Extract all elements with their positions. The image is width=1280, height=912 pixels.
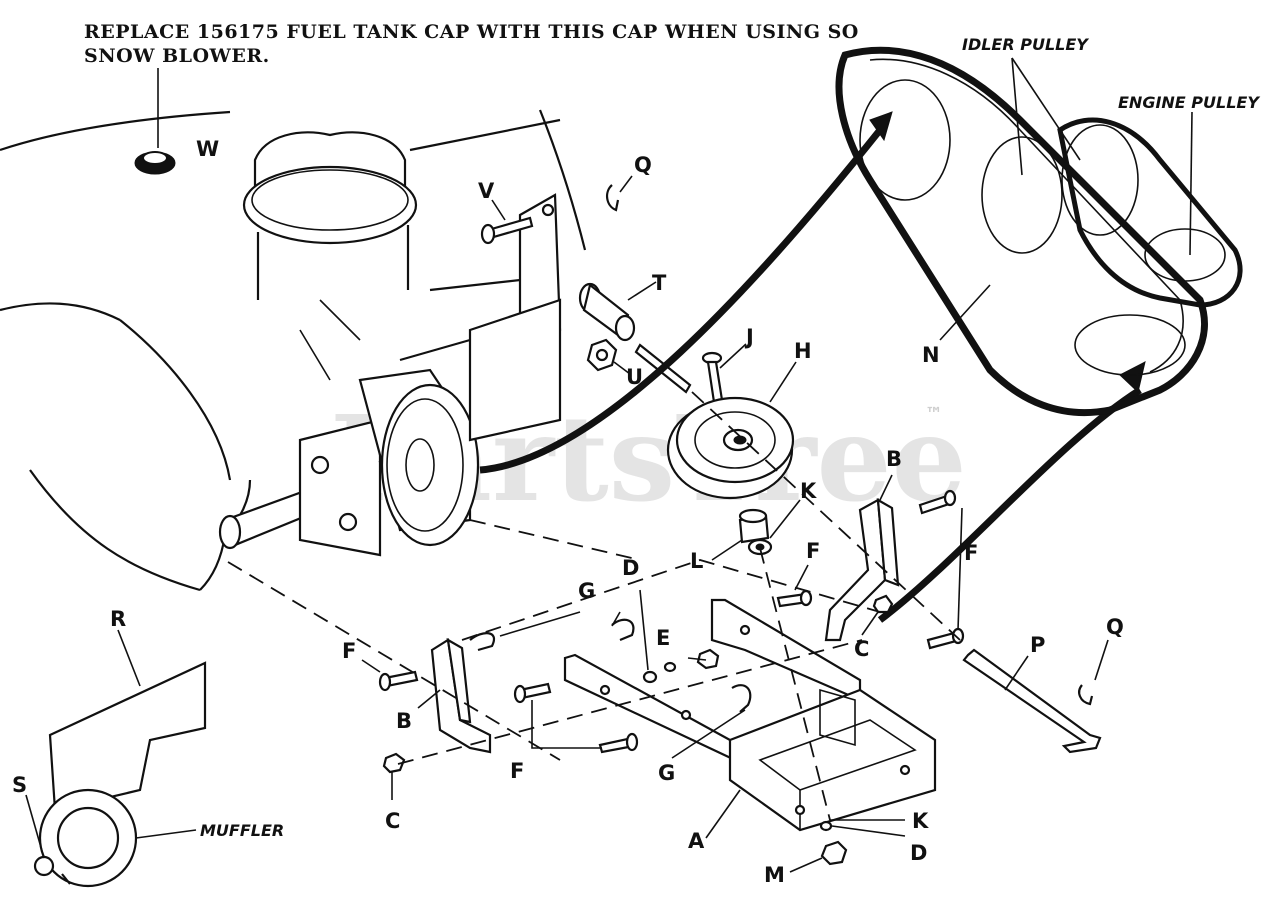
label-q-right: Q <box>1106 615 1124 639</box>
label-h: H <box>794 339 812 363</box>
part-p-rod <box>962 648 1102 754</box>
label-p: P <box>1030 633 1045 657</box>
engine-pulley-label: ENGINE PULLEY <box>1118 93 1260 112</box>
callout-labels: IDLER PULLEY ENGINE PULLEY MUFFLER <box>200 35 1260 840</box>
label-f-bottom: F <box>510 759 524 783</box>
label-s: S <box>12 773 27 797</box>
label-f-right: F <box>964 541 978 565</box>
label-k-top: K <box>800 479 817 503</box>
label-a: A <box>688 829 705 853</box>
label-b-left: B <box>396 709 412 733</box>
label-f-left: F <box>342 639 356 663</box>
label-v: V <box>478 179 495 203</box>
muffler <box>38 788 197 888</box>
label-n: N <box>922 343 940 367</box>
part-g-clips <box>469 611 752 759</box>
drive-pulley <box>358 368 480 547</box>
upper-bracket <box>468 193 562 442</box>
label-q-top: Q <box>634 153 652 177</box>
label-d-top: D <box>622 556 639 580</box>
part-w-cap <box>134 68 176 175</box>
part-q-clip-top <box>606 175 633 212</box>
muffler-label: MUFFLER <box>200 821 284 840</box>
note-line-2: SNOW BLOWER. <box>84 45 270 67</box>
part-m-nut <box>789 840 848 873</box>
part-d-e-nuts <box>639 589 906 837</box>
label-j: J <box>744 325 754 349</box>
label-t: T <box>652 271 667 295</box>
part-a-frame <box>563 598 937 839</box>
part-f-bolts <box>361 489 965 754</box>
idler-pulley-label: IDLER PULLEY <box>962 35 1089 54</box>
idler-pulleys-upper <box>859 57 1186 376</box>
label-m: M <box>764 863 785 887</box>
label-k-bottom: K <box>912 809 929 833</box>
part-u-nut <box>586 338 631 375</box>
label-c-right: C <box>854 637 869 661</box>
label-e: E <box>656 626 670 650</box>
part-r-shield <box>48 629 207 812</box>
label-w: W <box>196 137 219 161</box>
label-u: U <box>626 365 643 389</box>
watermark-trademark: ™ <box>925 404 943 425</box>
label-c-left: C <box>385 809 400 833</box>
label-d-bottom: D <box>910 841 927 865</box>
label-f-center: F <box>806 539 820 563</box>
part-q-clip-right <box>1078 639 1109 706</box>
label-g-bottom: G <box>658 761 675 785</box>
engine-pulley <box>1057 111 1243 308</box>
label-r: R <box>110 607 126 631</box>
part-c-bolts <box>382 594 894 800</box>
fuel-tank-cap <box>242 131 418 300</box>
note-line-1: REPLACE 156175 FUEL TANK CAP WITH THIS C… <box>84 21 859 43</box>
part-l-spacer <box>711 508 770 561</box>
replacement-note: REPLACE 156175 FUEL TANK CAP WITH THIS C… <box>84 20 864 68</box>
part-b-bracket-right <box>824 474 900 642</box>
part-labels: A B B C C D D E F F F F G G H J K K L M … <box>12 137 1124 887</box>
part-h-pulley <box>666 361 797 500</box>
label-l: L <box>690 549 703 573</box>
part-k-washer <box>747 499 801 556</box>
part-n-belt <box>479 46 1208 623</box>
label-g-top: G <box>578 579 595 603</box>
part-b-bracket-left <box>417 637 492 754</box>
part-s-screw <box>25 794 71 885</box>
assembly-guide-lines <box>227 391 961 821</box>
label-b-right: B <box>886 447 902 471</box>
part-v-bolt <box>480 199 534 245</box>
